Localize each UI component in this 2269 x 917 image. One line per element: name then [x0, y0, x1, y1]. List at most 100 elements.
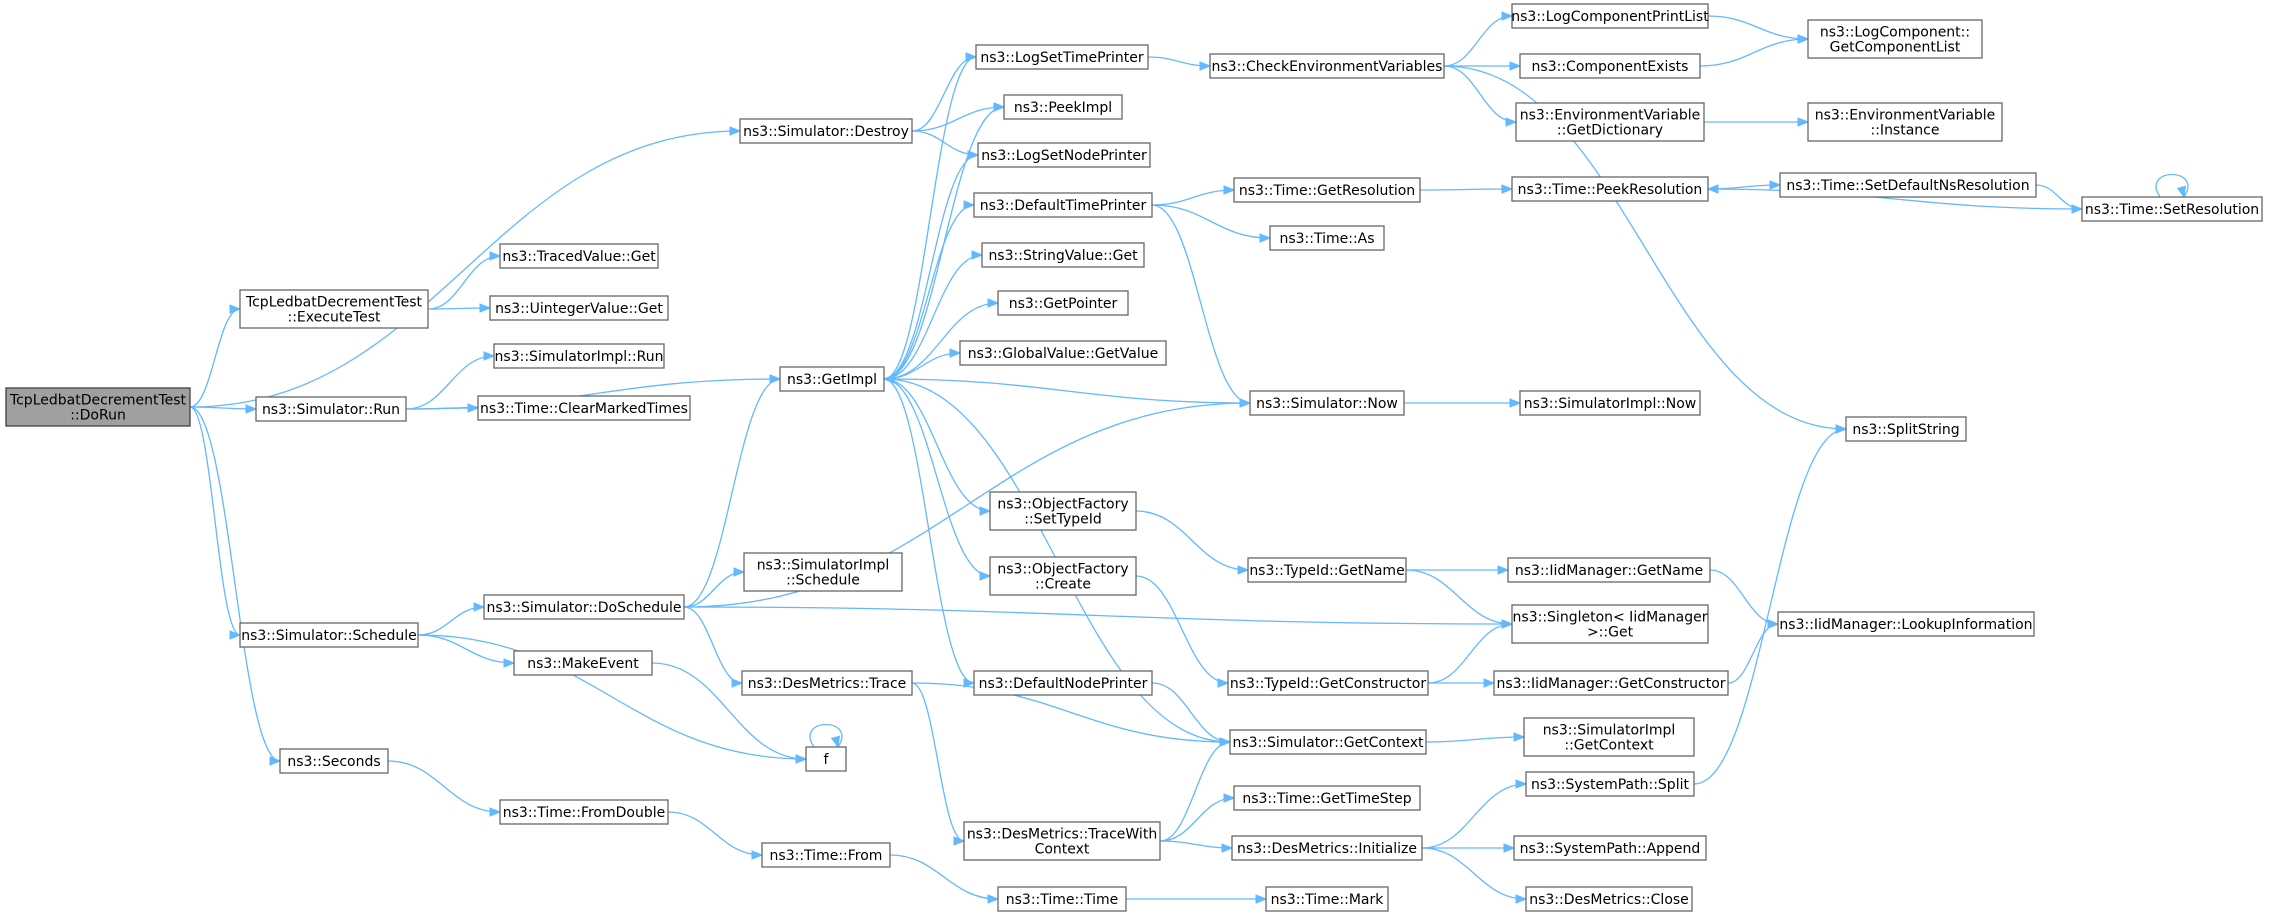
node-getimpl[interactable]: ns3::GetImpl	[779, 366, 885, 392]
node-label: ns3::Simulator::Destroy	[743, 124, 909, 140]
node-label: ns3::Time::Time	[1006, 892, 1118, 908]
arrowhead	[979, 506, 992, 516]
node-desm_trace[interactable]: ns3::DesMetrics::Trace	[741, 670, 913, 696]
node-label: ns3::EnvironmentVariable	[1815, 108, 1996, 124]
node-f[interactable]: f	[805, 746, 847, 772]
edge-sim_now-to-getimpl	[883, 378, 1251, 404]
node-label: ns3::Time::FromDouble	[503, 805, 666, 821]
node-dorun[interactable]: TcpLedbatDecrementTest::DoRun	[5, 387, 191, 427]
node-sim_now[interactable]: ns3::Simulator::Now	[1249, 390, 1405, 416]
node-simimpl_now[interactable]: ns3::SimulatorImpl::Now	[1519, 390, 1701, 416]
arrowhead	[1219, 737, 1232, 747]
node-clearmarked[interactable]: ns3::Time::ClearMarkedTimes	[477, 395, 691, 421]
node-label: ns3::GetPointer	[1009, 296, 1118, 312]
node-simimpl_getctx[interactable]: ns3::SimulatorImpl::GetContext	[1523, 717, 1695, 757]
node-box	[805, 746, 847, 772]
node-label: ns3::Time::GetTimeStep	[1242, 791, 1411, 807]
node-label: ns3::TypeId::GetName	[1249, 563, 1404, 579]
arrowhead	[949, 348, 962, 358]
node-fromdouble[interactable]: ns3::Time::FromDouble	[499, 799, 669, 825]
node-sim_getcontext[interactable]: ns3::Simulator::GetContext	[1229, 729, 1427, 755]
edge-time_setdefns-to-time_setres	[2035, 184, 2083, 210]
node-time_setdefns[interactable]: ns3::Time::SetDefaultNsResolution	[1779, 172, 2037, 198]
node-simimpl_sched[interactable]: ns3::SimulatorImpl::Schedule	[743, 552, 903, 592]
edge-fromdouble-to-time_from	[667, 811, 763, 856]
node-label: ns3::Time::PeekResolution	[1518, 182, 1703, 198]
node-exectest[interactable]: TcpLedbatDecrementTest::ExecuteTest	[239, 289, 429, 329]
node-strval_get[interactable]: ns3::StringValue::Get	[981, 242, 1145, 268]
node-label: Context	[1035, 842, 1090, 858]
node-time_time[interactable]: ns3::Time::Time	[997, 886, 1127, 912]
node-label: ns3::SimulatorImpl::Now	[1524, 396, 1697, 412]
node-iid_getname[interactable]: ns3::IidManager::GetName	[1507, 557, 1711, 583]
node-logcompprintlist[interactable]: ns3::LogComponentPrintList	[1511, 3, 1709, 29]
node-checkenv[interactable]: ns3::CheckEnvironmentVariables	[1209, 53, 1445, 79]
node-envvar_getdict[interactable]: ns3::EnvironmentVariable::GetDictionary	[1515, 102, 1705, 142]
node-sim_run[interactable]: ns3::Simulator::Run	[255, 396, 407, 422]
arrowhead	[769, 374, 782, 384]
node-label: f	[824, 752, 830, 768]
node-box	[1003, 94, 1123, 120]
node-box	[1777, 611, 2035, 637]
node-splitstring[interactable]: ns3::SplitString	[1845, 416, 1967, 442]
node-sim_destroy[interactable]: ns3::Simulator::Destroy	[739, 118, 913, 144]
arrowhead	[979, 571, 992, 581]
node-peekimpl[interactable]: ns3::PeekImpl	[1003, 94, 1123, 120]
node-objf_create[interactable]: ns3::ObjectFactory::Create	[989, 556, 1137, 596]
node-defnodeprinter[interactable]: ns3::DefaultNodePrinter	[973, 670, 1153, 696]
node-iid_getctor[interactable]: ns3::IidManager::GetConstructor	[1493, 670, 1729, 696]
node-singleton_get[interactable]: ns3::Singleton< IidManager>::Get	[1511, 604, 1709, 644]
node-box	[761, 842, 891, 868]
node-syspath_append[interactable]: ns3::SystemPath::Append	[1513, 835, 1707, 861]
node-label: TcpLedbatDecrementTest	[245, 295, 423, 311]
node-time_peekres[interactable]: ns3::Time::PeekResolution	[1511, 176, 1709, 202]
node-box	[255, 396, 407, 422]
node-syspath_split[interactable]: ns3::SystemPath::Split	[1525, 771, 1695, 797]
node-typeid_getctor[interactable]: ns3::TypeId::GetConstructor	[1227, 670, 1429, 696]
node-label: ns3::Time::As	[1279, 231, 1374, 247]
node-getpointer[interactable]: ns3::GetPointer	[997, 290, 1129, 316]
node-doschedule[interactable]: ns3::Simulator::DoSchedule	[483, 594, 685, 620]
node-desm_init[interactable]: ns3::DesMetrics::Initialize	[1231, 835, 1423, 861]
node-globval_get[interactable]: ns3::GlobalValue::GetValue	[959, 340, 1167, 366]
node-box	[1233, 785, 1421, 811]
node-traced_get[interactable]: ns3::TracedValue::Get	[499, 243, 659, 269]
node-typeid_getname[interactable]: ns3::TypeId::GetName	[1247, 557, 1407, 583]
edge-deftimeprinter-to-sim_now	[1151, 204, 1251, 404]
node-sim_schedule[interactable]: ns3::Simulator::Schedule	[239, 622, 419, 648]
node-logsettime[interactable]: ns3::LogSetTimePrinter	[975, 44, 1149, 70]
node-logcomp_getlist[interactable]: ns3::LogComponent::GetComponentList	[1807, 19, 1983, 59]
node-seconds[interactable]: ns3::Seconds	[279, 748, 389, 774]
node-time_mark[interactable]: ns3::Time::Mark	[1265, 886, 1389, 912]
node-simimpl_run[interactable]: ns3::SimulatorImpl::Run	[493, 343, 665, 369]
function-nodes: TcpLedbatDecrementTest::DoRunns3::Simula…	[5, 3, 2263, 912]
node-objf_settypeid[interactable]: ns3::ObjectFactory::SetTypeId	[989, 491, 1137, 531]
node-time_as[interactable]: ns3::Time::As	[1269, 225, 1385, 251]
node-desm_close[interactable]: ns3::DesMetrics::Close	[1525, 886, 1693, 912]
node-iid_lookup[interactable]: ns3::IidManager::LookupInformation	[1777, 611, 2035, 637]
node-time_setres[interactable]: ns3::Time::SetResolution	[2081, 196, 2263, 222]
node-box	[997, 290, 1129, 316]
arrowhead	[953, 836, 966, 846]
node-label: ns3::Singleton< IidManager	[1513, 610, 1708, 626]
edge-f-to-f	[809, 723, 843, 748]
edge-dorun-to-sim_destroy	[189, 130, 741, 408]
node-label: ns3::DesMetrics::Initialize	[1237, 841, 1417, 857]
node-envvar_instance[interactable]: ns3::EnvironmentVariable::Instance	[1807, 102, 2003, 142]
arrowhead	[830, 735, 841, 749]
node-label: ns3::Simulator::Now	[1256, 396, 1398, 412]
node-deftimeprinter[interactable]: ns3::DefaultTimePrinter	[973, 192, 1153, 218]
node-compexists[interactable]: ns3::ComponentExists	[1519, 53, 1701, 79]
node-uint_get[interactable]: ns3::UintegerValue::Get	[489, 295, 669, 321]
node-time_gettimestep[interactable]: ns3::Time::GetTimeStep	[1233, 785, 1421, 811]
node-makeevent[interactable]: ns3::MakeEvent	[513, 650, 653, 676]
node-label: ns3::UintegerValue::Get	[495, 301, 663, 317]
node-box	[963, 821, 1161, 861]
node-logsetnode[interactable]: ns3::LogSetNodePrinter	[977, 142, 1151, 168]
node-time_getres[interactable]: ns3::Time::GetResolution	[1233, 177, 1421, 203]
node-box	[973, 192, 1153, 218]
node-box	[1249, 390, 1405, 416]
node-time_from[interactable]: ns3::Time::From	[761, 842, 891, 868]
